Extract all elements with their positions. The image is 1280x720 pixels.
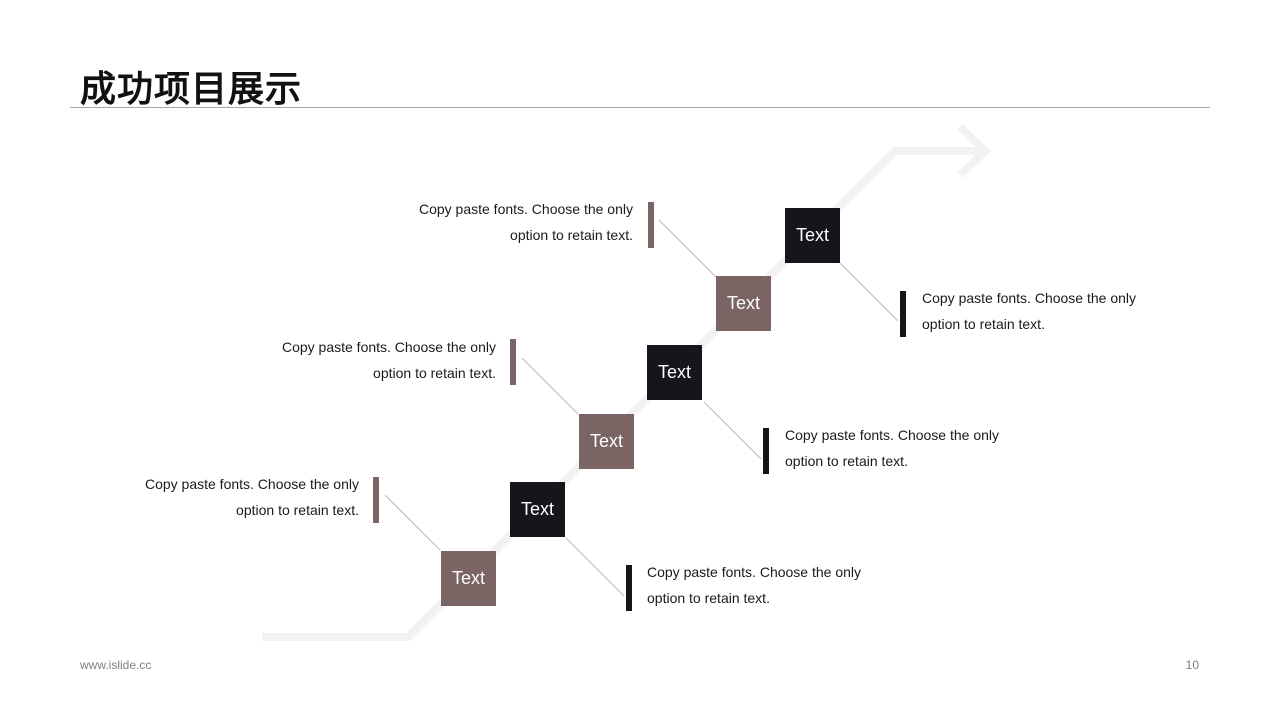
connector-line xyxy=(839,262,899,322)
description-line-2: option to retain text. xyxy=(510,227,633,243)
accent-bar-2 xyxy=(626,565,632,611)
step-box-6: Text xyxy=(785,208,840,263)
connector-line xyxy=(521,357,579,415)
arrow-head xyxy=(957,124,991,178)
description-line-1: Copy paste fonts. Choose the only xyxy=(281,339,496,355)
footer-url[interactable]: www.islide.cc xyxy=(80,658,152,672)
step-box-2: Text xyxy=(510,482,565,537)
description-line-1: Copy paste fonts. Choose the only xyxy=(922,290,1137,306)
description-4: Copy paste fonts. Choose the only option… xyxy=(785,422,1045,474)
description-line-2: option to retain text. xyxy=(236,502,359,518)
description-5: Copy paste fonts. Choose the only option… xyxy=(373,196,633,248)
accent-bar-1 xyxy=(373,477,379,523)
step-box-3: Text xyxy=(579,414,634,469)
description-3: Copy paste fonts. Choose the only option… xyxy=(236,334,496,386)
description-line-1: Copy paste fonts. Choose the only xyxy=(785,427,1000,443)
description-line-1: Copy paste fonts. Choose the only xyxy=(418,201,633,217)
description-line-2: option to retain text. xyxy=(922,316,1045,332)
connector-line xyxy=(565,537,625,597)
description-line-2: option to retain text. xyxy=(785,453,908,469)
page-number: 10 xyxy=(1185,658,1199,672)
accent-bar-6 xyxy=(900,291,906,337)
accent-bar-4 xyxy=(763,428,769,474)
title-divider xyxy=(70,107,1210,108)
step-box-4: Text xyxy=(647,345,702,400)
description-1: Copy paste fonts. Choose the only option… xyxy=(99,471,359,523)
description-line-2: option to retain text. xyxy=(373,365,496,381)
connector-line xyxy=(384,494,441,551)
accent-bar-5 xyxy=(648,202,654,248)
step-box-1: Text xyxy=(441,551,496,606)
step-box-5: Text xyxy=(716,276,771,331)
description-2: Copy paste fonts. Choose the only option… xyxy=(647,559,907,611)
description-6: Copy paste fonts. Choose the only option… xyxy=(922,285,1182,337)
connector-line xyxy=(703,401,762,460)
description-line-1: Copy paste fonts. Choose the only xyxy=(144,476,359,492)
accent-bar-3 xyxy=(510,339,516,385)
description-line-2: option to retain text. xyxy=(647,590,770,606)
connector-line xyxy=(658,219,717,278)
description-line-1: Copy paste fonts. Choose the only xyxy=(647,564,862,580)
slide-title: 成功项目展示 xyxy=(80,69,303,110)
